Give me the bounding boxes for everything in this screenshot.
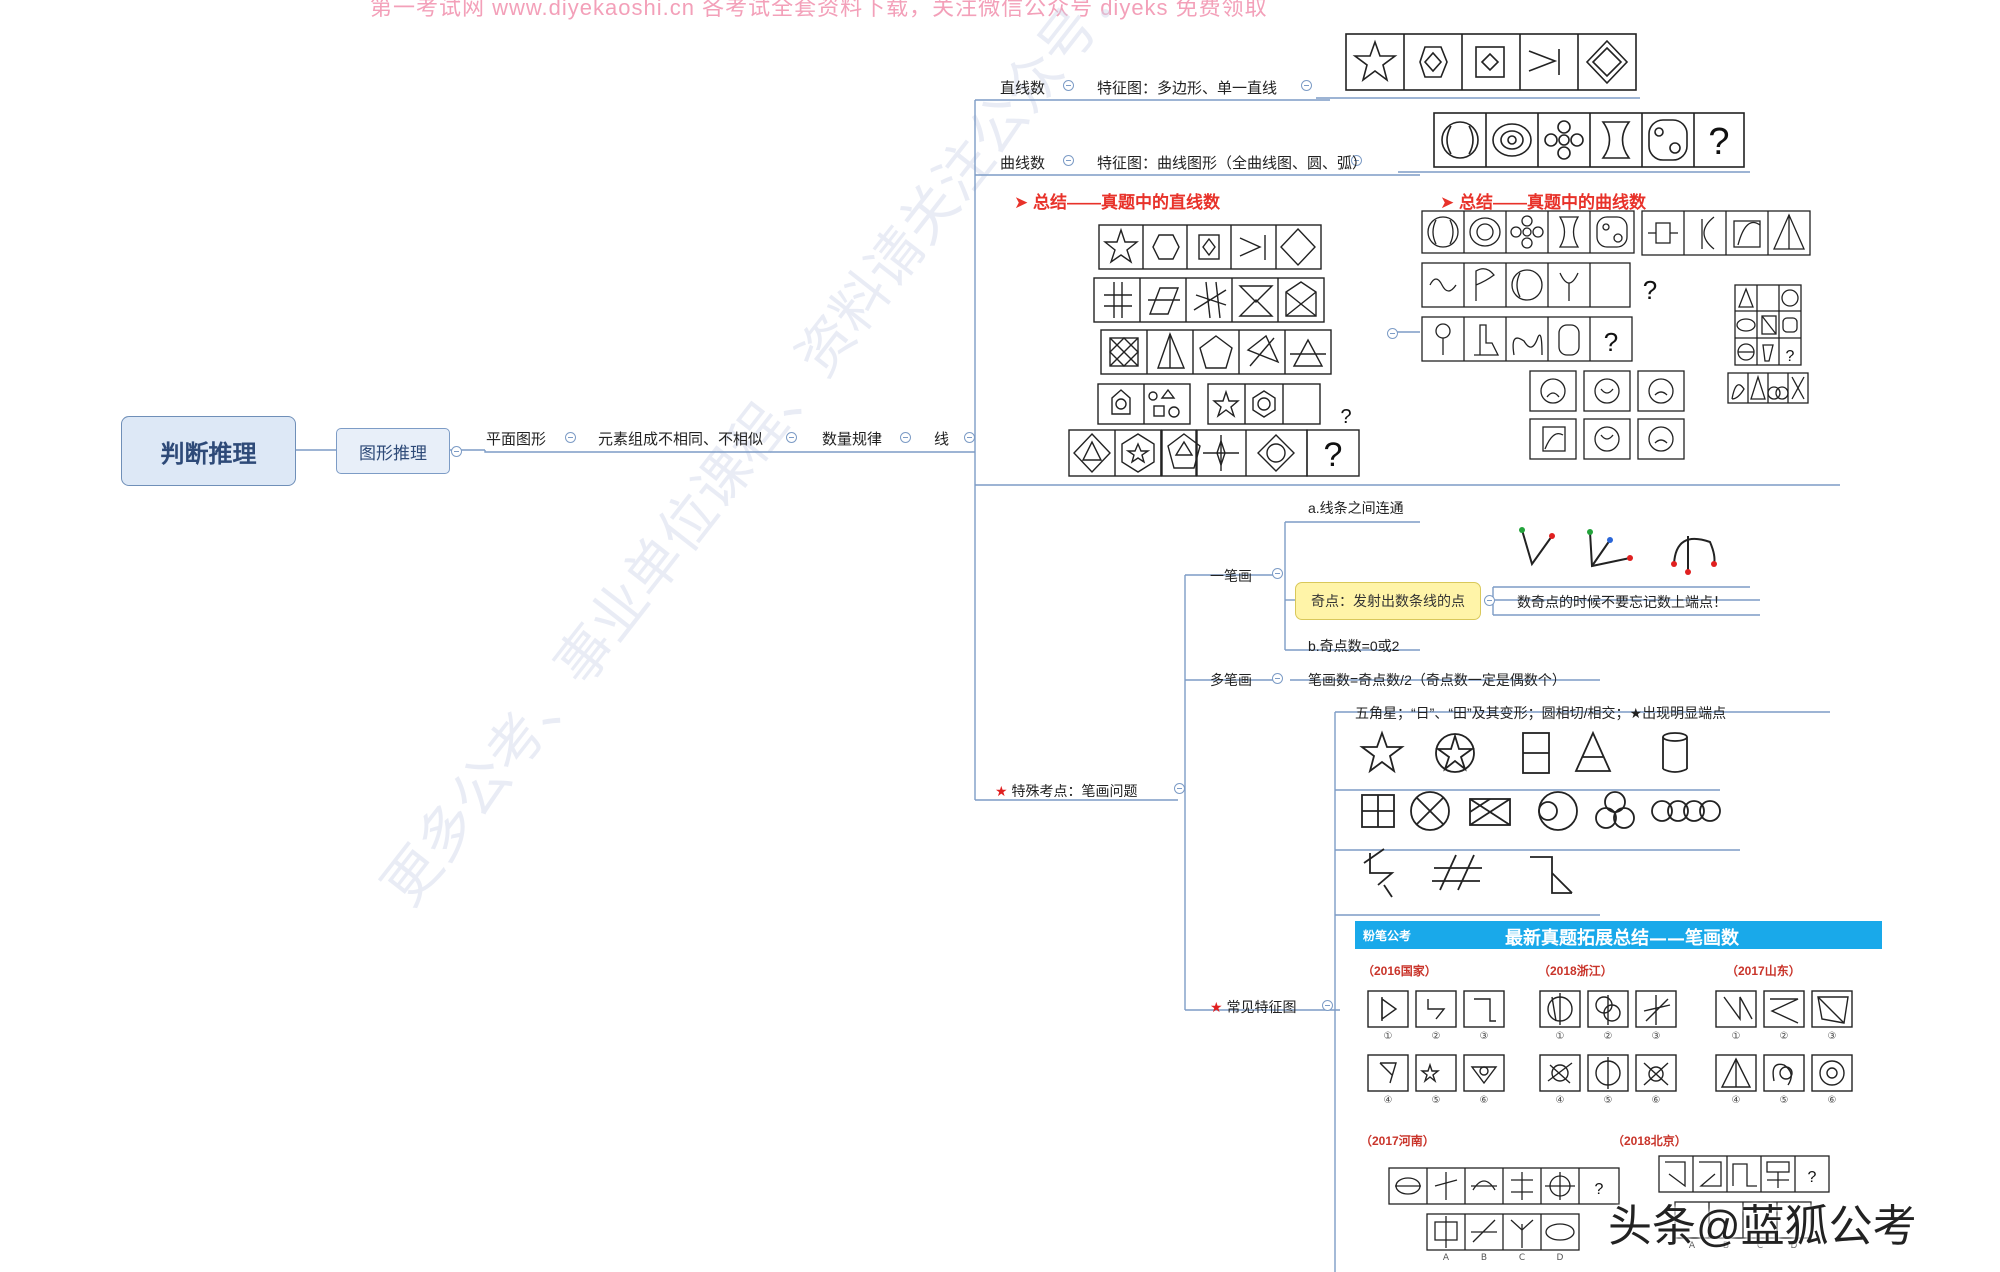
option-number: ⑤ bbox=[1432, 1095, 1441, 1106]
collapse-toggle[interactable] bbox=[786, 432, 797, 443]
stroke-formula[interactable]: 笔画数=奇点数/2（奇点数一定是偶数个） bbox=[1308, 672, 1566, 688]
collapse-toggle[interactable] bbox=[1484, 595, 1495, 606]
odd-point-tip[interactable]: 数奇点的时候不要忘记数上端点！ bbox=[1517, 594, 1727, 610]
top-watermark-line: 第一考试网 www.diyekaoshi.cn 各考试全套资料下载，关注微信公众… bbox=[370, 0, 1268, 20]
straight-figure-strip bbox=[1345, 33, 1637, 91]
collapse-toggle[interactable] bbox=[1174, 783, 1185, 794]
one-stroke-node[interactable]: 一笔画 bbox=[1210, 568, 1252, 584]
odd-point-note[interactable]: 奇点：发射出数条线的点 bbox=[1295, 582, 1481, 620]
option-letter: A bbox=[1689, 1241, 1696, 1251]
star-icon: ★ bbox=[1210, 999, 1223, 1015]
question-mark: ? bbox=[1643, 275, 1657, 305]
banner-logo: 粉笔公考 bbox=[1363, 929, 1412, 943]
curve-count-node[interactable]: 曲线数 bbox=[1000, 155, 1046, 172]
option-number: ③ bbox=[1480, 1031, 1489, 1042]
collapse-toggle[interactable] bbox=[565, 432, 576, 443]
curve-feature-node[interactable]: 特征图：曲线图形（全曲线图、圆、弧） bbox=[1097, 155, 1368, 172]
option-number: ③ bbox=[1652, 1031, 1661, 1042]
multi-stroke-node[interactable]: 多笔画 bbox=[1210, 672, 1252, 688]
collapse-toggle[interactable] bbox=[1387, 328, 1398, 339]
question-mark: ? bbox=[1340, 406, 1351, 428]
collapse-toggle[interactable] bbox=[1351, 155, 1362, 166]
question-mark: ? bbox=[1708, 121, 1729, 163]
line-node[interactable]: 线 bbox=[934, 431, 950, 448]
element-composition-node[interactable]: 元素组成不相同、不相似 bbox=[598, 431, 764, 448]
banner-title: 最新真题拓展总结——笔画数 bbox=[1505, 928, 1739, 949]
collapse-toggle[interactable] bbox=[451, 446, 462, 457]
option-number: ⑥ bbox=[1480, 1095, 1489, 1106]
quantity-rule-node[interactable]: 数量规律 bbox=[822, 431, 883, 448]
straight-summary-title: ➤ 总结——真题中的直线数 bbox=[1014, 193, 1220, 212]
graphic-reasoning-node[interactable]: 图形推理 bbox=[336, 428, 450, 474]
collapse-toggle[interactable] bbox=[1301, 80, 1312, 91]
curve-summary-text: 总结——真题中的曲线数 bbox=[1458, 193, 1646, 212]
year-tag: （2017山东） bbox=[1726, 964, 1801, 978]
question-mark: ? bbox=[1786, 348, 1795, 365]
collapse-toggle[interactable] bbox=[1063, 155, 1074, 166]
option-number: ⑤ bbox=[1604, 1095, 1613, 1106]
expansion-figures: ① ② ③ ④ ⑤ ⑥ ① ② ③ ④ ⑤ ⑥ ① ② ③ ④ ⑤ ⑥ bbox=[1367, 990, 1853, 1106]
common-figure-label: 常见特征图 bbox=[1226, 999, 1297, 1015]
question-mark: ? bbox=[1604, 327, 1618, 357]
common-figures bbox=[1359, 730, 1721, 898]
collapse-toggle[interactable] bbox=[1272, 568, 1283, 579]
curve-summary-title: ➤ 总结——真题中的曲线数 bbox=[1440, 193, 1646, 212]
option-number: ① bbox=[1732, 1031, 1741, 1042]
option-number: ⑤ bbox=[1780, 1095, 1789, 1106]
connected-lines-rule[interactable]: a.线条之间连通 bbox=[1308, 500, 1404, 516]
option-number: ⑥ bbox=[1828, 1095, 1837, 1106]
special-topic-node[interactable]: ★ 特殊考点：笔画问题 bbox=[995, 781, 1137, 801]
star-icon: ★ bbox=[995, 783, 1008, 799]
option-letter: D bbox=[1791, 1241, 1798, 1251]
question-mark: ? bbox=[1808, 1169, 1817, 1186]
root-node[interactable]: 判断推理 bbox=[121, 416, 296, 486]
option-letter: D bbox=[1557, 1253, 1564, 1263]
option-letter: B bbox=[1481, 1253, 1487, 1263]
collapse-toggle[interactable] bbox=[1063, 80, 1074, 91]
option-number: ④ bbox=[1556, 1095, 1565, 1106]
question-mark: ? bbox=[1595, 1181, 1604, 1198]
year-tag: （2017河南） bbox=[1360, 1134, 1435, 1148]
straight-feature-node[interactable]: 特征图：多边形、单一直线 bbox=[1097, 80, 1278, 97]
odd-point-figures bbox=[1519, 527, 1717, 575]
expansion-banner: 粉笔公考 最新真题拓展总结——笔画数 bbox=[1355, 921, 1882, 949]
option-number: ① bbox=[1384, 1031, 1393, 1042]
question-mark: ? bbox=[1324, 436, 1343, 474]
option-number: ④ bbox=[1732, 1095, 1741, 1106]
year-tag: （2018北京） bbox=[1612, 1134, 1687, 1148]
straight-count-node[interactable]: 直线数 bbox=[1000, 80, 1046, 97]
collapse-toggle[interactable] bbox=[1272, 673, 1283, 684]
option-letter: A bbox=[1443, 1253, 1450, 1263]
option-letter: B bbox=[1723, 1241, 1729, 1251]
collapse-toggle[interactable] bbox=[900, 432, 911, 443]
year-tag: （2016国家） bbox=[1362, 964, 1437, 978]
option-letter: C bbox=[1757, 1241, 1763, 1251]
straight-summary-figures: ? ? bbox=[1068, 224, 1360, 477]
special-topic-label: 特殊考点：笔画问题 bbox=[1011, 783, 1138, 799]
common-figure-node[interactable]: ★ 常见特征图 bbox=[1210, 997, 1296, 1017]
plane-figure-node[interactable]: 平面图形 bbox=[486, 431, 547, 448]
curve-summary-figures: ? ? ? bbox=[1421, 210, 1811, 460]
straight-summary-text: 总结——真题中的直线数 bbox=[1032, 193, 1220, 212]
option-number: ③ bbox=[1828, 1031, 1837, 1042]
option-letter: C bbox=[1519, 1253, 1525, 1263]
collapse-toggle[interactable] bbox=[1322, 1000, 1333, 1011]
curve-figure-strip: ? bbox=[1433, 112, 1745, 168]
option-number: ② bbox=[1432, 1031, 1441, 1042]
common-figure-header[interactable]: 五角星；“日”、“田”及其变形；圆相切/相交；★出现明显端点 bbox=[1355, 705, 1727, 721]
option-number: ② bbox=[1780, 1031, 1789, 1042]
author-watermark: 头条@蓝狐公考 bbox=[1608, 1202, 1917, 1251]
odd-count-rule[interactable]: b.奇点数=0或2 bbox=[1308, 638, 1400, 654]
bottom-question-figures: ? ? A B C D A B C D bbox=[1388, 1155, 1830, 1263]
collapse-toggle[interactable] bbox=[964, 432, 975, 443]
option-number: ② bbox=[1604, 1031, 1613, 1042]
option-number: ⑥ bbox=[1652, 1095, 1661, 1106]
option-number: ④ bbox=[1384, 1095, 1393, 1106]
option-number: ① bbox=[1556, 1031, 1565, 1042]
year-tag: （2018浙江） bbox=[1538, 964, 1613, 978]
